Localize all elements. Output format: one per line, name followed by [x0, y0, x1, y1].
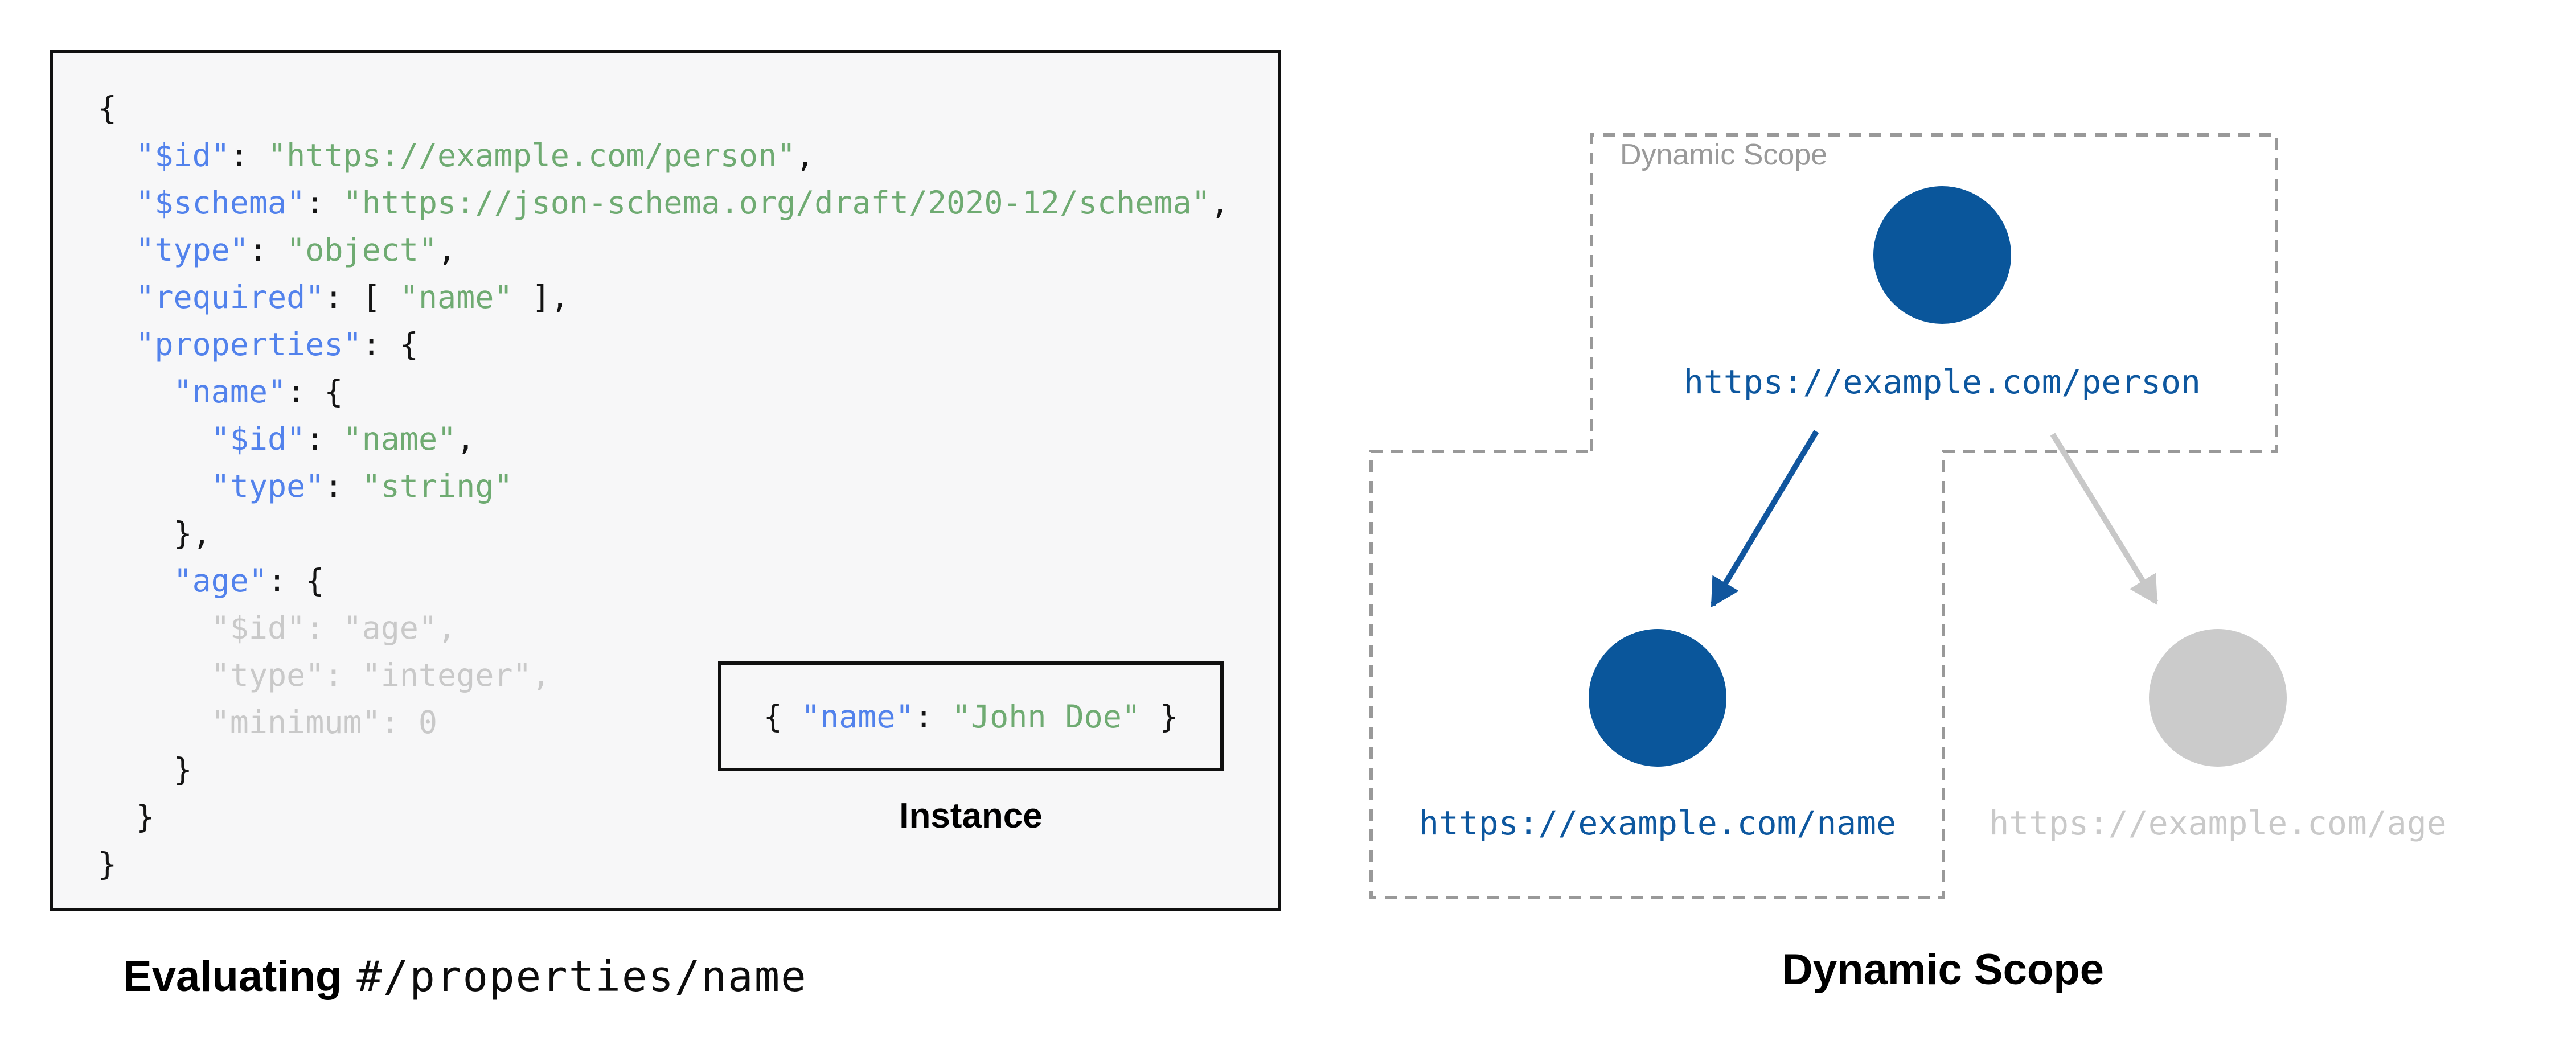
code-line: "$id": "name", [98, 416, 1229, 463]
instance-json: { "name": "John Doe" } [764, 698, 1179, 735]
code-token: "name" [801, 698, 914, 735]
code-token: "properties" [136, 326, 362, 363]
schema-node-person-label: https://example.com/person [1684, 363, 2201, 401]
code-line: "minimum": 0 [98, 699, 1229, 746]
schema-node-person [1873, 186, 2011, 324]
code-line: } [98, 793, 1229, 841]
code-token: "required" [136, 279, 325, 315]
code-token: : [248, 232, 287, 268]
code-token: "name" [343, 421, 457, 457]
code-token: , [437, 232, 457, 268]
code-token: } [1141, 698, 1179, 735]
dynamic-scope-region-label: Dynamic Scope [1620, 138, 1828, 171]
code-line: "properties": { [98, 321, 1229, 368]
code-token: "$schema" [136, 184, 306, 221]
schema-node-name [1589, 629, 1726, 767]
code-line: "$id": "age", [98, 604, 1229, 652]
code-token: "type": "integer", [98, 657, 551, 693]
code-line: "age": { [98, 557, 1229, 604]
code-line: "$schema": "https://json-schema.org/draf… [98, 179, 1229, 227]
code-token: "type" [211, 468, 325, 504]
code-line: "$id": "https://example.com/person", [98, 132, 1229, 179]
arrow-person-to-name [1710, 430, 1819, 608]
code-token: } [98, 799, 155, 835]
code-token: : [324, 468, 362, 504]
code-token: } [98, 751, 192, 788]
code-token: "age" [173, 562, 268, 599]
code-line: "type": "object", [98, 227, 1229, 274]
code-token: "name" [399, 279, 513, 315]
code-line: } [98, 746, 1229, 793]
arrow-person-to-age [2050, 433, 2159, 606]
code-line: { [98, 85, 1229, 132]
code-token: : { [362, 326, 419, 363]
code-token: "minimum": 0 [98, 704, 438, 741]
code-token: "https://example.com/person" [268, 137, 796, 174]
code-token: } [98, 846, 117, 882]
code-line: "type": "string" [98, 463, 1229, 510]
code-token: : [305, 421, 343, 457]
instance-box: { "name": "John Doe" } [718, 661, 1224, 771]
schema-node-name-label: https://example.com/name [1418, 804, 1897, 842]
code-token: , [1210, 184, 1229, 221]
evaluating-caption: Evaluating #/properties/name [123, 952, 807, 1001]
code-line: }, [98, 510, 1229, 557]
code-line: "required": [ "name" ], [98, 274, 1229, 321]
code-token: : { [286, 373, 343, 410]
code-token: : [305, 184, 343, 221]
instance-label: Instance [899, 796, 1043, 836]
schema-code-panel: { "$id": "https://example.com/person", "… [50, 50, 1281, 911]
code-token: { [763, 698, 801, 735]
evaluating-caption-bold: Evaluating [123, 952, 342, 1001]
code-token: ], [512, 279, 569, 315]
code-token: "$id" [211, 421, 306, 457]
code-token: "type" [136, 232, 249, 268]
schema-node-age [2149, 629, 2287, 767]
code-token: "$id" [136, 137, 230, 174]
evaluating-caption-pointer: #/properties/name [356, 952, 807, 1001]
code-token: , [456, 421, 475, 457]
code-token: , [795, 137, 815, 174]
code-token: "string" [362, 468, 513, 504]
code-token: "name" [173, 373, 287, 410]
code-token: "$id": "age", [98, 610, 457, 646]
code-line: "type": "integer", [98, 652, 1229, 699]
dynamic-scope-caption: Dynamic Scope [1782, 945, 2104, 994]
code-token: : [229, 137, 268, 174]
dynamic-scope-outline [1369, 133, 2278, 899]
code-token: "https://json-schema.org/draft/2020-12/s… [343, 184, 1211, 221]
code-token: "object" [286, 232, 438, 268]
schema-node-age-label: https://example.com/age [1989, 804, 2447, 842]
code-token: : { [268, 562, 325, 599]
code-token: { [98, 90, 117, 126]
code-line: } [98, 841, 1229, 888]
code-line: "name": { [98, 368, 1229, 416]
schema-code: { "$id": "https://example.com/person", "… [98, 85, 1229, 888]
code-token: : [914, 698, 952, 735]
code-token: }, [98, 515, 211, 552]
code-token: : [ [324, 279, 400, 315]
code-token: "John Doe" [951, 698, 1141, 735]
